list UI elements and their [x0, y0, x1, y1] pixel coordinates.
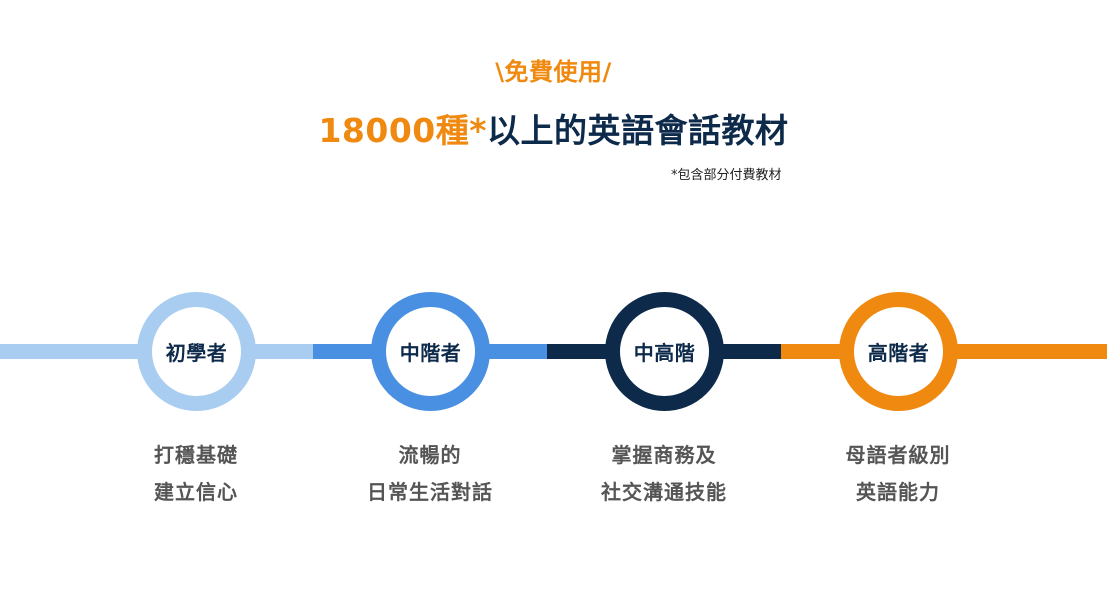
level-desc-line: 掌握商務及	[611, 443, 717, 467]
level-desc-beginner: 打穩基礎 建立信心	[106, 437, 286, 511]
level-label-beginner: 初學者	[165, 341, 228, 365]
level-label-upper-intermediate: 中高階	[633, 341, 696, 365]
level-desc-upper-intermediate: 掌握商務及 社交溝通技能	[574, 437, 754, 511]
level-desc-line: 社交溝通技能	[601, 480, 727, 504]
level-desc-intermediate: 流暢的 日常生活對話	[340, 437, 520, 511]
level-desc-line: 打穩基礎	[154, 443, 238, 467]
level-label-advanced: 高階者	[867, 341, 930, 365]
level-desc-line: 英語能力	[856, 480, 940, 504]
headline-accent: 18000種*	[318, 111, 488, 150]
level-circle-advanced: 高階者	[839, 292, 958, 411]
level-desc-line: 母語者級別	[845, 443, 951, 467]
level-desc-line: 日常生活對話	[367, 480, 493, 504]
level-circle-intermediate: 中階者	[371, 292, 490, 411]
tagline: \免費使用/	[495, 58, 612, 86]
level-desc-line: 建立信心	[154, 480, 238, 504]
headline-rest: 以上的英語會話教材	[487, 111, 789, 150]
level-desc-advanced: 母語者級別 英語能力	[808, 437, 988, 511]
level-label-intermediate: 中階者	[399, 341, 462, 365]
headline: 18000種*以上的英語會話教材	[0, 104, 1107, 152]
level-desc-line: 流暢的	[398, 443, 462, 467]
level-circle-beginner: 初學者	[137, 292, 256, 411]
level-circle-upper-intermediate: 中高階	[605, 292, 724, 411]
footnote: *包含部分付費教材	[671, 168, 782, 183]
